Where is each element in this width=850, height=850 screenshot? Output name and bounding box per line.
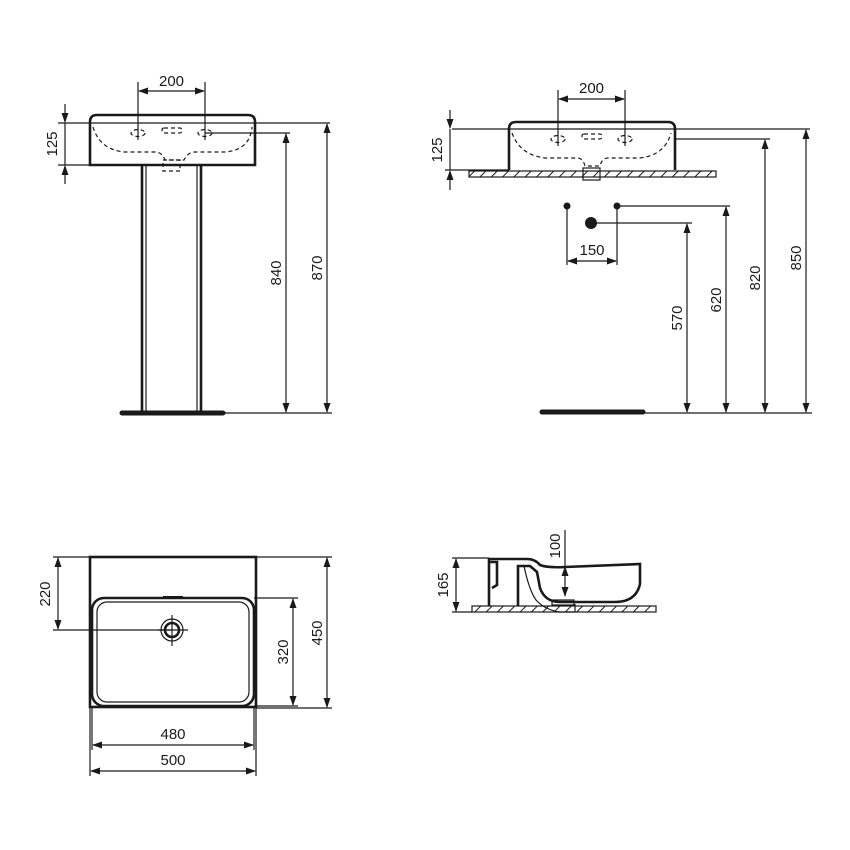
- dim-supply-height: 620: [708, 287, 725, 312]
- countertop: [468, 170, 717, 178]
- dim-tap-spacing: 200: [159, 73, 184, 90]
- dim-total-height: 850: [788, 245, 805, 270]
- dim-tap-spacing: 200: [579, 80, 604, 97]
- dim-bowl-depth: 320: [275, 639, 292, 664]
- tap-hole-left-icon: [550, 132, 566, 146]
- dim-basin-height: 125: [429, 137, 446, 162]
- dim-basin-height: 125: [44, 131, 61, 156]
- dim-overflow-height: 840: [268, 260, 285, 285]
- dim-total-depth: 450: [309, 620, 326, 645]
- dim-total-height: 870: [309, 255, 326, 280]
- basin-outline: [88, 555, 258, 709]
- dim-supply-spacing: 150: [579, 242, 604, 259]
- dim-waste-height: 570: [669, 305, 686, 330]
- countertop: [471, 605, 657, 613]
- dim-overflow-height: 820: [747, 265, 764, 290]
- front-pedestal-view: 200 125 840 870: [44, 73, 332, 416]
- dim-bowl-width: 480: [160, 726, 185, 743]
- dim-waste-offset: 220: [37, 581, 54, 606]
- top-view: 220 320 450 480 500: [37, 555, 332, 776]
- dim-total-height: 165: [435, 572, 452, 597]
- side-view: 165 100: [435, 530, 657, 613]
- basin-profile: [487, 557, 642, 606]
- tap-hole-left-icon: [130, 125, 146, 140]
- tap-hole-right-icon: [617, 132, 633, 146]
- front-counter-view: 200 125 150 570 620 820 850: [429, 80, 812, 415]
- basin-outline: [507, 120, 677, 170]
- basin-outline: [88, 113, 257, 167]
- dim-bowl-depth: 100: [547, 533, 564, 558]
- bowl-outline: [90, 596, 256, 708]
- bowl-hidden-line: [92, 126, 253, 161]
- dim-total-width: 500: [160, 752, 185, 769]
- bowl-hidden-line: [511, 132, 672, 167]
